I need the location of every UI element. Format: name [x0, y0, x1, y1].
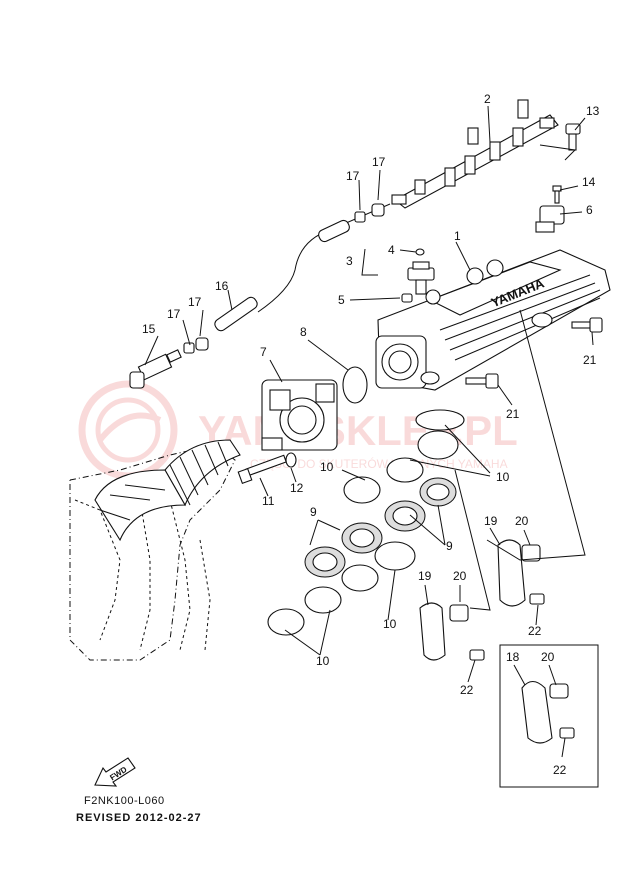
callout-20c: 20	[541, 650, 555, 664]
callout-21a: 21	[583, 353, 597, 367]
callout-14: 14	[582, 175, 596, 189]
bolt-13	[565, 123, 581, 151]
callout-5: 5	[338, 293, 345, 307]
callout-9a: 9	[310, 505, 317, 519]
callout-8: 8	[300, 325, 307, 339]
bolt-11	[237, 454, 287, 485]
callout-7: 7	[260, 345, 267, 359]
callout-17d: 17	[188, 295, 202, 309]
callout-19a: 19	[484, 514, 498, 528]
callout-2: 2	[484, 92, 491, 106]
o-ring	[342, 366, 368, 404]
callout-19b: 19	[418, 569, 432, 583]
callout-10a: 10	[320, 460, 334, 474]
callout-10b: 10	[496, 470, 510, 484]
fwd-arrow-icon: FWD	[94, 757, 136, 787]
screw-14	[552, 185, 562, 204]
hose-16	[214, 296, 258, 332]
watermark-subtext: CZĘŚCI DO SKUTERÓW WODNYCH YAMAHA	[250, 456, 508, 471]
callout-22a: 22	[528, 624, 542, 638]
callout-3: 3	[346, 254, 353, 268]
intake-manifold: YAMAHA	[375, 249, 611, 391]
callout-13: 13	[586, 104, 600, 118]
sensor-6	[535, 205, 565, 233]
drawing-code: F2NK100-L060	[84, 795, 165, 807]
hose-segment	[318, 219, 350, 243]
plate-19b	[419, 602, 485, 661]
callout-17c: 17	[167, 307, 181, 321]
callout-9b: 9	[446, 539, 453, 553]
callout-12: 12	[290, 481, 304, 495]
bolt-21a	[571, 317, 603, 333]
callout-20b: 20	[453, 569, 467, 583]
revision-date: REVISED 2012-02-27	[76, 812, 202, 824]
callout-17b: 17	[372, 155, 386, 169]
intake-hose	[94, 439, 241, 542]
o-ring-4	[415, 248, 425, 256]
joints-and-clamps	[267, 409, 465, 636]
callout-21b: 21	[506, 407, 520, 421]
callout-10c: 10	[383, 617, 397, 631]
callout-numbers: 1 2 3 4 5 6 7 8 9 9 10 10 10 10 11 12 13…	[142, 92, 600, 777]
seal-5	[401, 293, 413, 303]
clamp-17b	[371, 203, 385, 217]
clamp-17a	[354, 211, 366, 223]
callout-4: 4	[388, 243, 395, 257]
callout-22c: 22	[553, 763, 567, 777]
callout-10d: 10	[316, 654, 330, 668]
callout-11: 11	[262, 494, 275, 508]
throttle-body	[261, 379, 338, 451]
clamp-17c	[183, 342, 195, 354]
injector-3	[407, 261, 435, 295]
bolt-21b	[465, 373, 499, 389]
clamp-17d	[195, 337, 209, 351]
callout-6: 6	[586, 203, 593, 217]
leader-lines	[144, 105, 594, 758]
fitting-15	[129, 349, 182, 389]
callout-18: 18	[506, 650, 520, 664]
plate-18	[521, 680, 575, 744]
callout-1: 1	[454, 229, 461, 243]
washer-12	[285, 452, 297, 468]
watermark-text: YAMASKLEP.PL	[198, 407, 518, 454]
callout-22b: 22	[460, 683, 474, 697]
callout-17a: 17	[346, 169, 360, 183]
callout-15: 15	[142, 322, 156, 336]
inset-box	[499, 644, 599, 788]
plate-19a	[497, 539, 545, 607]
callout-20a: 20	[515, 514, 529, 528]
fuel-hose-line	[257, 203, 391, 313]
callout-16: 16	[215, 279, 229, 293]
fuel-rail	[391, 99, 559, 209]
